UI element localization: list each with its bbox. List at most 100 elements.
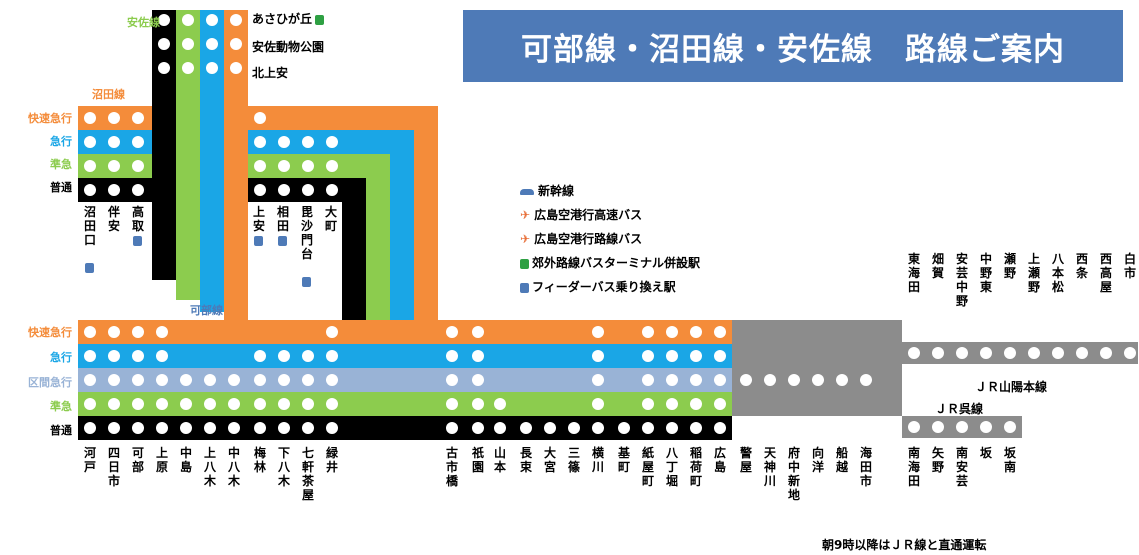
stop-dot (666, 350, 678, 362)
stop-dot (326, 160, 338, 172)
station-name-7: 基町 (617, 446, 630, 474)
feeder-bus-icon (302, 277, 311, 287)
stop-dot (326, 184, 338, 196)
stop-dot (132, 160, 144, 172)
legend-airport-route-bus: ✈広島空港行路線バス (520, 232, 643, 246)
green-bus-icon (520, 258, 529, 269)
stop-dot (182, 14, 194, 26)
band-local (152, 10, 176, 280)
station-name-2: 山本 (493, 446, 506, 474)
stop-dot (254, 350, 266, 362)
stop-dot (302, 422, 314, 434)
station-name-11: 広島 (713, 446, 726, 474)
stop-dot (278, 136, 290, 148)
station-name-2: 可部 (131, 446, 144, 474)
station-name-6: 横川 (591, 446, 604, 474)
shinkansen-icon (520, 188, 534, 195)
station-name-1: 四日市 (107, 446, 120, 488)
band-rapid-express (414, 106, 438, 320)
station-name-5: 上瀬野 (1027, 252, 1040, 294)
stop-dot (254, 374, 266, 386)
stop-dot (204, 422, 216, 434)
stop-dot (764, 374, 776, 386)
service-label-local: 普通 (50, 424, 72, 437)
station-name-7: 梅林 (253, 446, 266, 474)
stop-dot (690, 398, 702, 410)
stop-dot (278, 160, 290, 172)
stop-dot (132, 136, 144, 148)
stop-dot (132, 350, 144, 362)
station-name-8: 西高屋 (1099, 252, 1112, 294)
stop-dot (472, 374, 484, 386)
stop-dot (84, 422, 96, 434)
stop-dot (592, 422, 604, 434)
station-numataguchi: 沼田口 (83, 205, 96, 247)
stop-dot (714, 350, 726, 362)
station-kitakamiyasu: 北上安 (252, 66, 289, 80)
station-name-0: 古市橋 (445, 446, 458, 488)
station-name-17: 海田市 (859, 446, 872, 488)
stop-dot (132, 112, 144, 124)
band-express (78, 344, 732, 368)
page-title: 可部線・沼田線・安佐線 路線ご案内 (463, 10, 1123, 82)
line-label-kabe: 可部線 (190, 304, 223, 317)
stop-dot (836, 374, 848, 386)
stop-dot (180, 398, 192, 410)
stop-dot (666, 374, 678, 386)
feeder-bus-icon (254, 236, 263, 246)
green-bus-icon (315, 14, 325, 25)
stop-dot (690, 350, 702, 362)
airplane-icon: ✈ (520, 208, 531, 222)
station-name-4: 瀬野 (1003, 252, 1016, 280)
stop-dot (108, 136, 120, 148)
stop-dot (254, 422, 266, 434)
service-label-local: 普通 (50, 181, 72, 194)
stop-dot (642, 422, 654, 434)
station-name-10: 緑井 (325, 446, 338, 474)
stop-dot (156, 326, 168, 338)
legend-bus-terminal: 郊外路線バスターミナル併設駅 (520, 254, 700, 271)
station-omachi: 大町 (324, 205, 337, 233)
station-name-9: 七軒茶屋 (301, 446, 314, 502)
station-name-13: 天神川 (763, 446, 776, 488)
stop-dot (132, 184, 144, 196)
stop-dot (108, 184, 120, 196)
station-name-5: 上八木 (203, 446, 216, 488)
feeder-bus-icon (85, 263, 94, 273)
station-name-2: 安芸中野 (955, 252, 968, 308)
stop-dot (1004, 421, 1016, 433)
station-name-1: 畑賀 (931, 252, 944, 280)
service-label-express: 急行 (50, 135, 72, 148)
stop-dot (956, 421, 968, 433)
station-name-4: 大宮 (543, 446, 556, 474)
station-name-6: 八本松 (1051, 252, 1064, 294)
stop-dot (592, 326, 604, 338)
stop-dot (714, 374, 726, 386)
station-name-5: 三篠 (567, 446, 580, 474)
service-label-rapid-express: 快速急行 (28, 326, 72, 339)
stop-dot (204, 398, 216, 410)
band-jr (732, 320, 902, 416)
stop-dot (472, 326, 484, 338)
stop-dot (568, 422, 580, 434)
band-semi-express (366, 154, 390, 324)
stop-dot (108, 374, 120, 386)
stop-dot (618, 422, 630, 434)
station-name-6: 中八木 (227, 446, 240, 488)
band-local (342, 178, 366, 324)
stop-dot (180, 374, 192, 386)
station-name-0: 東海田 (907, 252, 920, 294)
stop-dot (544, 422, 556, 434)
stop-dot (642, 350, 654, 362)
stop-dot (494, 422, 506, 434)
stop-dot (908, 347, 920, 359)
station-name-8: 下八木 (277, 446, 290, 488)
legend-shinkansen: 新幹線 (520, 182, 574, 199)
stop-dot (714, 422, 726, 434)
stop-dot (690, 326, 702, 338)
stop-dot (132, 326, 144, 338)
stop-dot (228, 422, 240, 434)
band-rapid-express (224, 10, 248, 330)
station-name-9: 白市 (1123, 252, 1136, 280)
through-service-note: 朝9時以降はＪＲ線と直通運転 (822, 538, 987, 552)
